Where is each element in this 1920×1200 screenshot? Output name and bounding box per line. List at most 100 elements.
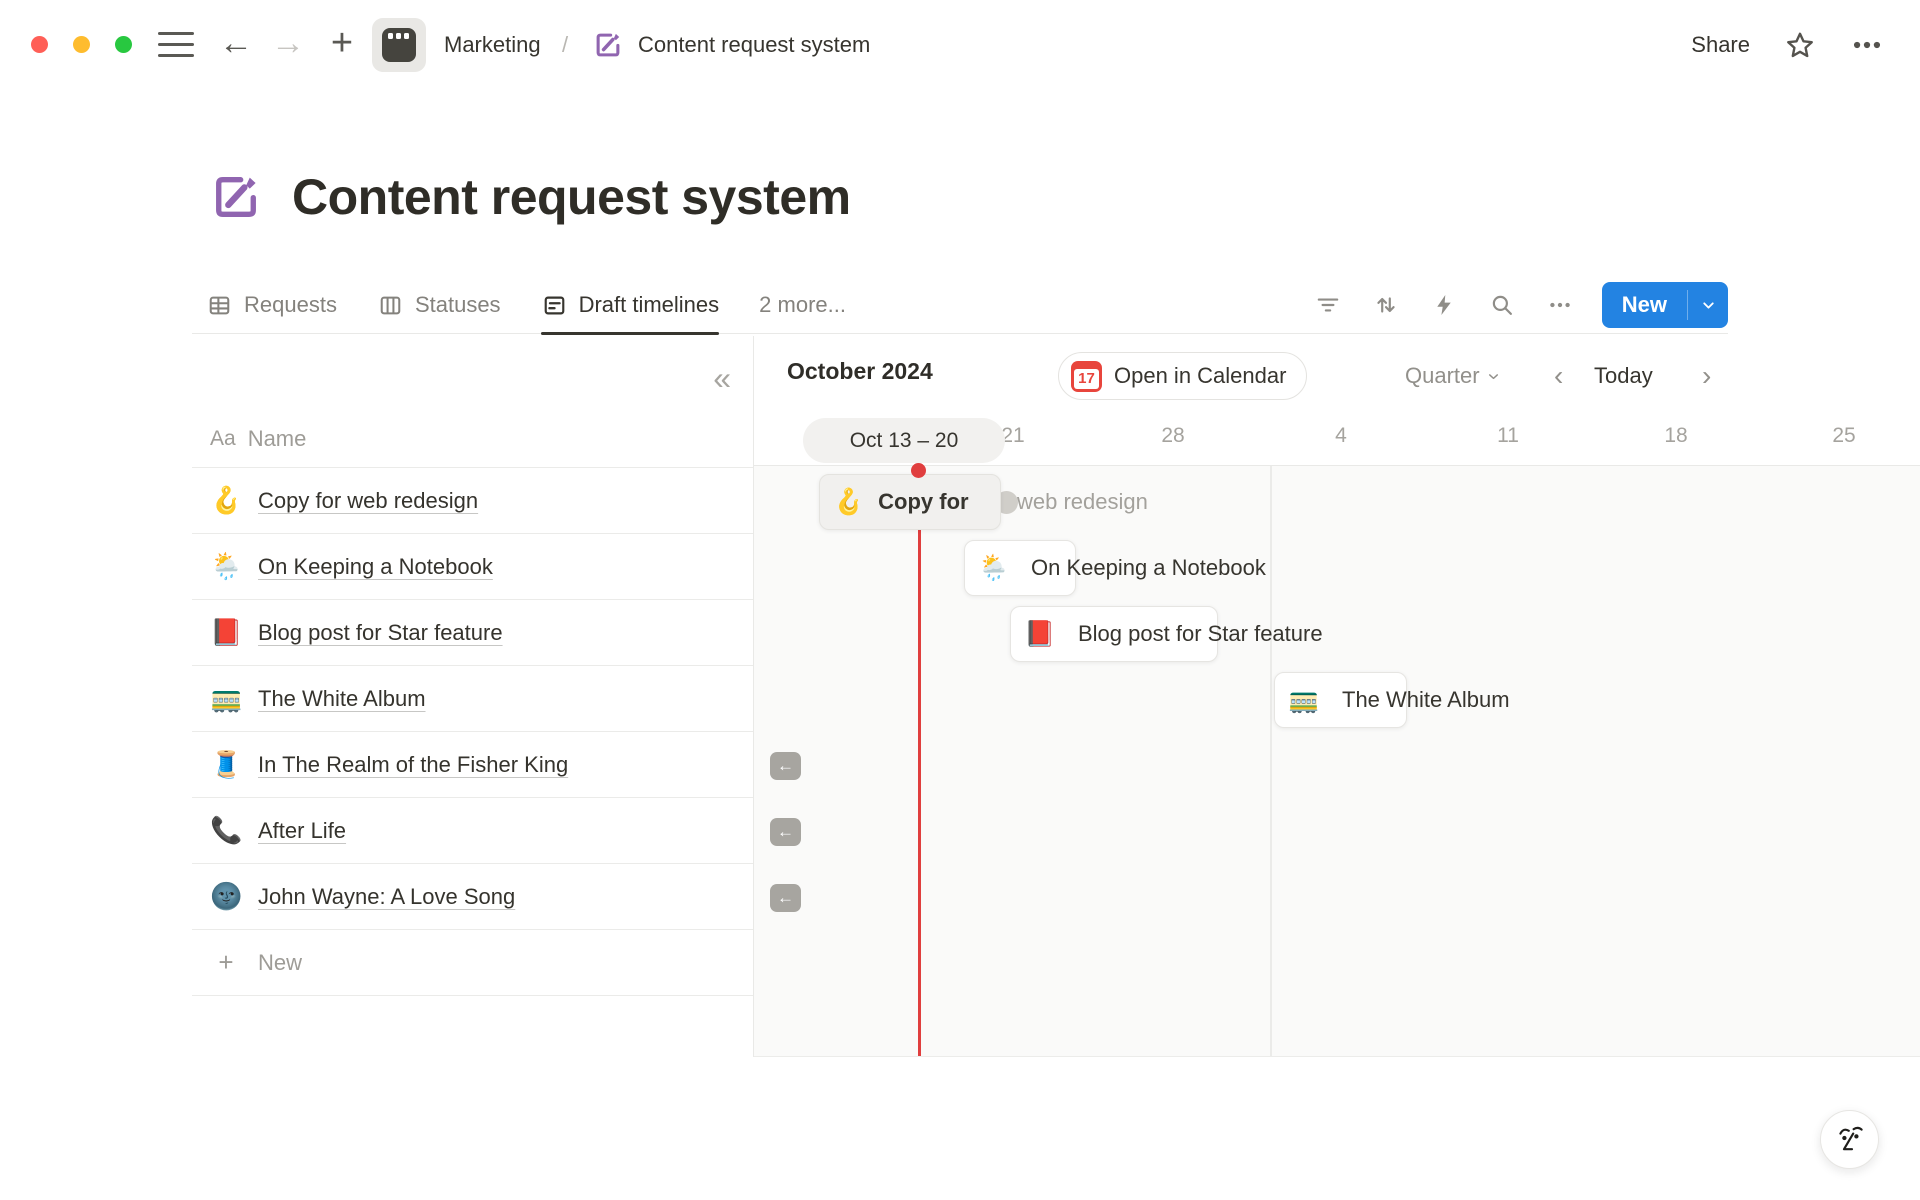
row-emoji-icon: 🌦️ bbox=[210, 551, 243, 581]
breadcrumb-separator: / bbox=[562, 32, 569, 57]
next-period-button[interactable]: › bbox=[1702, 360, 1712, 391]
notion-ai-button[interactable] bbox=[1820, 1110, 1879, 1169]
row-emoji-icon: 🌚 bbox=[210, 881, 243, 911]
current-week-pill[interactable]: Oct 13 – 20 bbox=[803, 418, 1005, 463]
tab-draft-timelines[interactable]: Draft timelines bbox=[540, 276, 719, 335]
week-start-label: 21 bbox=[1001, 424, 1025, 447]
bar-emoji-icon: 🌦️ bbox=[978, 553, 1010, 582]
today-button[interactable]: Today bbox=[1594, 363, 1653, 388]
name-column-label: Name bbox=[247, 425, 307, 451]
traffic-light-close[interactable] bbox=[31, 36, 48, 53]
bar-emoji-icon: 🪝 bbox=[833, 487, 865, 516]
view-tabbar: Requests Statuses Draft timelines 2 more… bbox=[192, 276, 1728, 335]
sort-icon[interactable] bbox=[1364, 283, 1408, 327]
text-property-icon: Aa bbox=[210, 426, 236, 450]
prev-period-button[interactable]: ‹ bbox=[1554, 360, 1564, 391]
zoom-level-value: Quarter bbox=[1405, 363, 1480, 388]
page-icon[interactable] bbox=[208, 169, 264, 225]
filter-icon[interactable] bbox=[1306, 283, 1350, 327]
timeline-table-panel: « Aa Name 🪝 Copy for web redesign 🌦️ On … bbox=[192, 336, 753, 1057]
bar-emoji-icon: 📕 bbox=[1024, 619, 1056, 648]
new-row-label: New bbox=[258, 949, 303, 975]
row-emoji-icon: 🪝 bbox=[210, 485, 243, 515]
new-button[interactable]: New bbox=[1601, 282, 1728, 328]
timeline-canvas[interactable]: web redesign 🪝 Copy for 🌦️ On Keeping a … bbox=[754, 465, 1920, 1057]
table-row[interactable]: 🌚 John Wayne: A Love Song bbox=[192, 864, 753, 930]
week-start-label: 18 bbox=[1664, 424, 1688, 447]
new-page-button[interactable]: + bbox=[330, 22, 354, 64]
new-button-label[interactable]: New bbox=[1621, 292, 1667, 317]
chevron-down-icon bbox=[1488, 373, 1498, 379]
plus-icon: + bbox=[218, 947, 234, 977]
today-marker-dot bbox=[911, 463, 926, 478]
collapse-panel-icon[interactable]: « bbox=[713, 360, 731, 396]
window-titlebar: ← → + Marketing / Content request system… bbox=[0, 0, 1920, 90]
table-icon bbox=[209, 296, 230, 314]
automations-lightning-icon[interactable] bbox=[1422, 283, 1466, 327]
sidebar-menu-icon[interactable] bbox=[158, 32, 194, 58]
calendar-day-number: 17 bbox=[1074, 368, 1099, 389]
scroll-to-item-left-button[interactable]: ← bbox=[770, 818, 801, 846]
table-row[interactable]: 🌦️ On Keeping a Notebook bbox=[192, 534, 753, 600]
bar-overflow-title: web redesign bbox=[1017, 489, 1148, 514]
traffic-light-minimize[interactable] bbox=[73, 36, 90, 53]
timeline-month-label: October 2024 bbox=[787, 358, 933, 384]
timeline-panel: October 2024 17 Open in Calendar Quarter… bbox=[754, 336, 1920, 1057]
ai-face-icon bbox=[1838, 1126, 1863, 1150]
row-title[interactable]: After Life bbox=[258, 817, 347, 843]
zoom-level-select[interactable]: Quarter bbox=[1405, 352, 1501, 400]
breadcrumb-workspace[interactable]: Marketing bbox=[444, 32, 541, 57]
workspace-icon[interactable] bbox=[372, 18, 426, 72]
share-button[interactable]: Share bbox=[1691, 32, 1750, 57]
today-line bbox=[918, 466, 921, 1056]
tab-label: Requests bbox=[244, 292, 337, 317]
bar-title: The White Album bbox=[1342, 687, 1510, 712]
timeline-bar-copy-for-web-redesign[interactable]: 🪝 Copy for bbox=[819, 474, 1001, 530]
table-row[interactable]: 📞 After Life bbox=[192, 798, 753, 864]
calendar-icon: 17 bbox=[1071, 360, 1102, 392]
timeline-bar-blog-post-for-star-feature[interactable]: 📕 bbox=[1010, 606, 1218, 662]
row-title[interactable]: The White Album bbox=[258, 685, 426, 711]
row-title[interactable]: Copy for web redesign bbox=[258, 487, 479, 513]
breadcrumb-page[interactable]: Content request system bbox=[638, 32, 871, 57]
table-row[interactable]: 📕 Blog post for Star feature bbox=[192, 600, 753, 666]
timeline-bar-on-keeping-a-notebook[interactable]: 🌦️ bbox=[964, 540, 1076, 596]
view-options-icon[interactable] bbox=[1538, 283, 1582, 327]
tab-requests[interactable]: Requests bbox=[206, 276, 337, 334]
new-button-divider bbox=[1687, 290, 1688, 320]
tabs-more-button[interactable]: 2 more... bbox=[759, 292, 846, 317]
row-title[interactable]: John Wayne: A Love Song bbox=[258, 883, 516, 909]
back-button[interactable]: ← bbox=[219, 24, 253, 62]
chevron-down-icon[interactable] bbox=[1688, 282, 1728, 328]
more-options-icon[interactable] bbox=[1850, 28, 1884, 62]
week-start-label: 25 bbox=[1832, 424, 1856, 447]
row-title[interactable]: Blog post for Star feature bbox=[258, 619, 503, 645]
timeline-bar-the-white-album[interactable]: 🚃 bbox=[1274, 672, 1407, 728]
table-row[interactable]: 🚃 The White Album bbox=[192, 666, 753, 732]
panel-divider bbox=[753, 336, 754, 1057]
workspace-glyph bbox=[382, 28, 416, 62]
bar-title: Blog post for Star feature bbox=[1078, 621, 1323, 646]
traffic-light-zoom[interactable] bbox=[115, 36, 132, 53]
open-in-calendar-label: Open in Calendar bbox=[1114, 363, 1287, 388]
week-start-label: 28 bbox=[1161, 424, 1185, 447]
table-row[interactable]: 🪝 Copy for web redesign bbox=[192, 468, 753, 534]
bar-title: Copy for bbox=[878, 489, 969, 514]
row-title[interactable]: In The Realm of the Fisher King bbox=[258, 751, 569, 777]
page-edit-icon bbox=[596, 33, 620, 57]
row-title[interactable]: On Keeping a Notebook bbox=[258, 553, 493, 579]
forward-button[interactable]: → bbox=[271, 24, 305, 62]
favorite-star-icon[interactable] bbox=[1784, 29, 1816, 61]
scroll-to-item-left-button[interactable]: ← bbox=[770, 752, 801, 780]
search-icon[interactable] bbox=[1480, 283, 1524, 327]
open-in-calendar-button[interactable]: 17 Open in Calendar bbox=[1058, 352, 1308, 400]
bar-emoji-icon: 🚃 bbox=[1288, 685, 1320, 714]
row-emoji-icon: 🧵 bbox=[210, 749, 243, 779]
scroll-to-item-left-button[interactable]: ← bbox=[770, 884, 801, 912]
tab-statuses[interactable]: Statuses bbox=[377, 276, 501, 334]
table-row[interactable]: 🧵 In The Realm of the Fisher King bbox=[192, 732, 753, 798]
name-column-header[interactable]: Aa Name bbox=[192, 410, 753, 468]
new-row-button[interactable]: + New bbox=[192, 930, 753, 996]
tab-label: Statuses bbox=[414, 292, 501, 317]
